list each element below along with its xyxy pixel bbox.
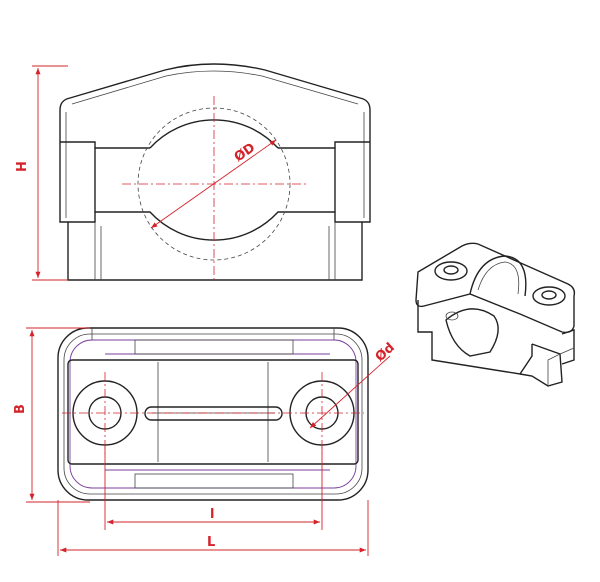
front-view: ØD H: [15, 63, 371, 281]
diameter-small-label: Ød: [373, 340, 398, 365]
diameter-large-label: ØD: [232, 140, 259, 165]
top-view: Ød B l L: [13, 327, 398, 556]
length-label: L: [207, 535, 215, 550]
height-label: H: [15, 161, 30, 172]
hole-distance-label: l: [210, 507, 214, 522]
isometric-view: [415, 242, 576, 387]
width-label: B: [13, 404, 28, 414]
